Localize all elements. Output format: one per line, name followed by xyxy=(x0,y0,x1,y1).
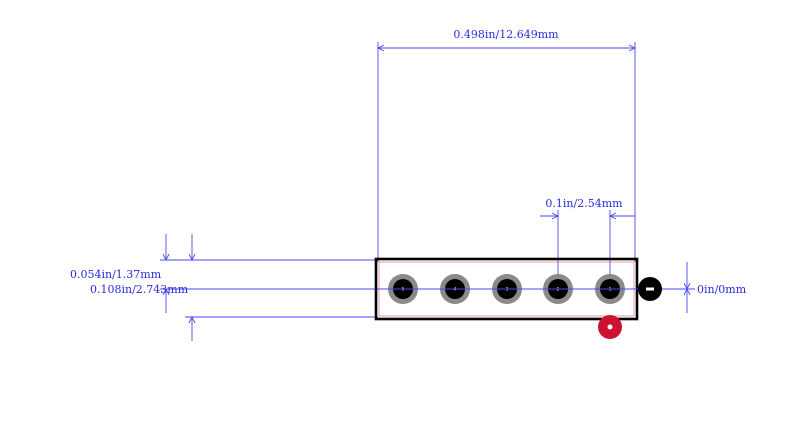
pitch-dimension: 0.1in/2.54mm xyxy=(540,197,635,290)
offset-label: 0in/0mm xyxy=(697,283,747,296)
overall-width-label: 0.498in/12.649mm xyxy=(453,28,559,41)
body-height-label: 0.108in/2.743mm xyxy=(90,283,189,296)
pitch-label: 0.1in/2.54mm xyxy=(545,197,623,210)
pin1-marker xyxy=(598,315,622,339)
offset-dimension: 0in/0mm xyxy=(660,262,747,313)
height-dimensions: 0.054in/1.37mm 0.108in/2.743mm xyxy=(70,234,378,341)
overall-width-dimension: 0.498in/12.649mm xyxy=(376,28,637,262)
origin-marker xyxy=(638,277,662,301)
pad-height-label: 0.054in/1.37mm xyxy=(70,268,162,281)
